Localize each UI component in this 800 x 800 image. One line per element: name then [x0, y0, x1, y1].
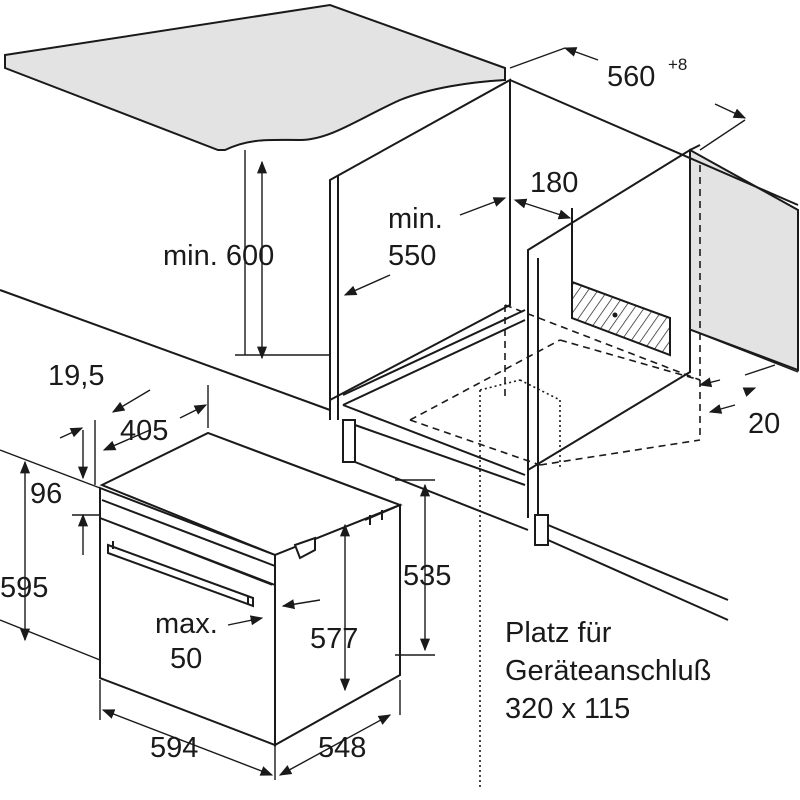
dim-vent-offset: 180 — [530, 167, 578, 199]
cabinet-niche — [0, 78, 799, 790]
oven-appliance — [99, 431, 403, 747]
note-line-2: Geräteanschluß — [505, 655, 711, 687]
dim-panel-offset: 19,5 — [48, 360, 104, 392]
dim-top-step: 96 — [30, 478, 62, 510]
countertop-left — [4, 3, 506, 151]
dim-rear-gap: 20 — [748, 408, 780, 440]
oven-door-handle — [107, 541, 254, 608]
dim-top-depth: 405 — [120, 415, 168, 447]
connection-space-note: Platz für Geräteanschluß 320 x 115 — [505, 617, 711, 725]
note-line-1: Platz für — [505, 617, 612, 649]
dim-niche-depth: 560 — [607, 61, 655, 93]
dim-niche-depth-tolerance: +8 — [668, 55, 687, 74]
dim-min-width-value: 550 — [388, 240, 436, 272]
note-line-3: 320 x 115 — [505, 693, 630, 725]
dim-front-height: 595 — [0, 572, 48, 604]
vent-opening — [571, 280, 671, 357]
dimension-lines — [0, 47, 776, 780]
dim-body-depth: 548 — [318, 732, 366, 764]
dim-min-width-label: min. — [388, 203, 443, 235]
dim-front-width: 594 — [150, 732, 198, 764]
dim-inner-height: 577 — [310, 623, 358, 655]
dim-handle-clearance-label: max. — [155, 608, 218, 640]
dim-min-height-above: min. 600 — [163, 240, 274, 272]
dim-handle-clearance-value: 50 — [170, 643, 202, 675]
dim-niche-height: 535 — [403, 560, 451, 592]
dimension-labels: 560 +8 min. 600 min. 550 180 20 19,5 405… — [0, 55, 780, 764]
